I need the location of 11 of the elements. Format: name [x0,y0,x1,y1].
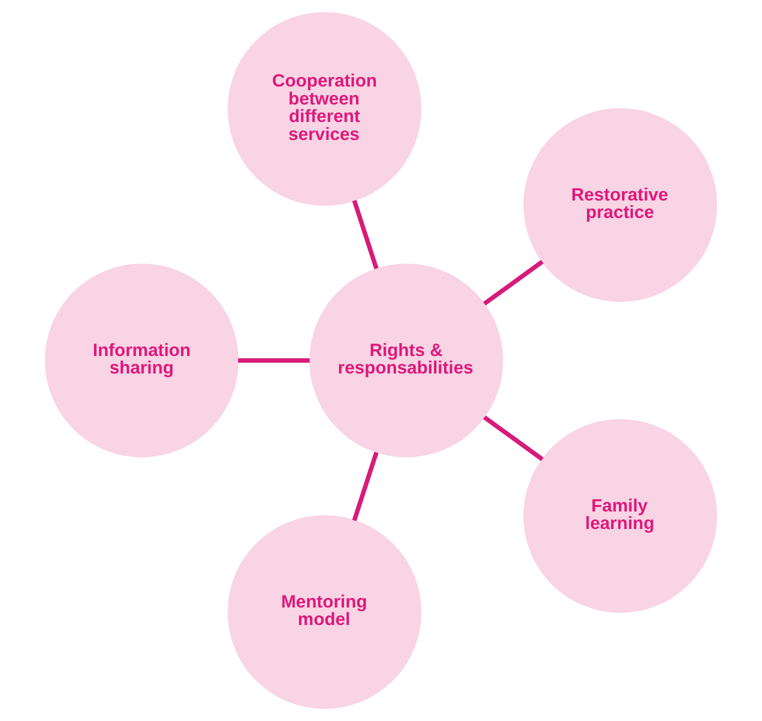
connector [238,358,310,363]
connector [483,415,544,462]
connector [352,452,379,522]
node-circle: Mentoring model [228,515,422,709]
node-circle: Restorative practice [523,108,718,302]
node-circle: Rights & responsabilities [309,264,504,458]
connector [352,200,379,270]
node-circle: Information sharing [44,264,239,458]
node-circle: Cooperation between different services [228,12,422,206]
connector [483,260,544,306]
node-circle: Family learning [523,419,718,613]
